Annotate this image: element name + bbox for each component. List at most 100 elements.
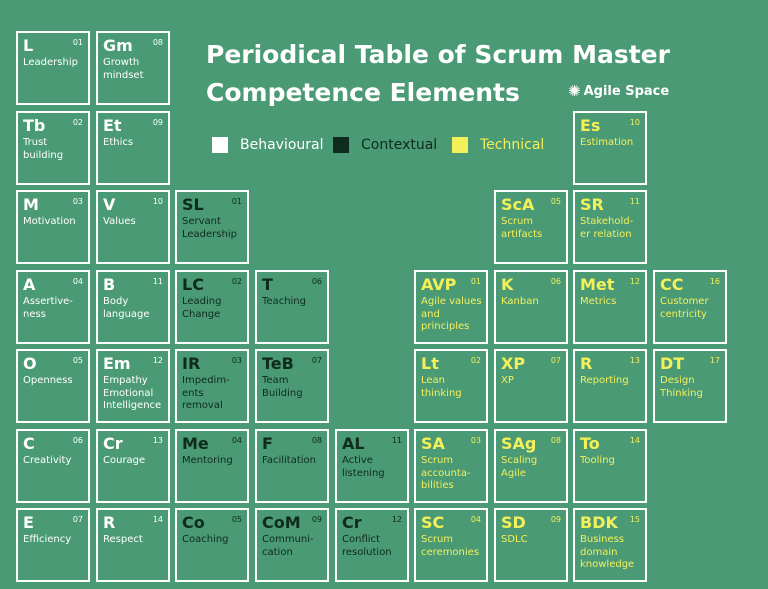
element-symbol: SL <box>182 195 204 214</box>
element-number: 01 <box>231 197 242 206</box>
element-number: 01 <box>470 277 481 286</box>
element-name: Business domain knowledge <box>580 534 635 570</box>
element-name: Mentoring <box>182 455 233 466</box>
element-symbol: ScA <box>501 195 535 214</box>
element-name: Body language <box>103 296 150 320</box>
legend-technical: Technical <box>452 136 544 154</box>
element-symbol: A <box>23 275 36 294</box>
element-symbol: IR <box>182 354 201 373</box>
element-name: Values <box>103 216 136 227</box>
element-number: 08 <box>550 436 561 445</box>
element-number: 16 <box>709 277 720 286</box>
element-name: Lean thinking <box>421 375 462 399</box>
element-name: Leading Change <box>182 296 222 320</box>
element-number: 03 <box>231 356 242 365</box>
agile-space-logo-icon: ✺ <box>568 82 581 100</box>
element-number: 06 <box>72 436 83 445</box>
element-symbol: Me <box>182 434 209 453</box>
element-symbol: K <box>501 275 514 294</box>
page-title: Periodical Table of Scrum Master Compete… <box>206 36 670 112</box>
element-number: 14 <box>629 436 640 445</box>
element-name: Teaching <box>262 296 306 307</box>
element-symbol: SR <box>580 195 604 214</box>
element-name: Agile values and principles <box>421 296 482 332</box>
element-number: 13 <box>152 436 163 445</box>
element-number: 02 <box>72 118 83 127</box>
element-symbol: O <box>23 354 37 373</box>
element-name: Efficiency <box>23 534 72 545</box>
element-name: Customer centricity <box>660 296 709 320</box>
brand-name: Agile Space <box>583 84 670 99</box>
element-symbol: M <box>23 195 39 214</box>
element-number: 09 <box>152 118 163 127</box>
element-symbol: DT <box>660 354 685 373</box>
element-name: Growth mindset <box>103 57 144 81</box>
element-name: SDLC <box>501 534 528 545</box>
element-symbol: V <box>103 195 116 214</box>
element-number: 14 <box>152 515 163 524</box>
element-number: 11 <box>391 436 402 445</box>
element-name: Scrum ceremonies <box>421 534 480 558</box>
element-symbol: Met <box>580 275 615 294</box>
element-name: Kanban <box>501 296 539 307</box>
element-name: Conflict resolution <box>342 534 392 558</box>
element-number: 09 <box>311 515 322 524</box>
element-number: 03 <box>72 197 83 206</box>
title-line-2: Competence Elements <box>206 78 520 107</box>
element-symbol: CoM <box>262 513 301 532</box>
element-number: 03 <box>470 436 481 445</box>
element-symbol: To <box>580 434 600 453</box>
element-number: 05 <box>72 356 83 365</box>
element-name: Metrics <box>580 296 617 307</box>
element-number: 06 <box>311 277 322 286</box>
element-symbol: AL <box>342 434 365 453</box>
element-number: 04 <box>231 436 242 445</box>
legend-swatch-contextual <box>333 137 349 153</box>
element-number: 15 <box>629 515 640 524</box>
element-number: 12 <box>391 515 402 524</box>
element-name: Scrum artifacts <box>501 216 543 240</box>
element-number: 08 <box>152 38 163 47</box>
element-symbol: CC <box>660 275 684 294</box>
element-symbol: Et <box>103 116 122 135</box>
element-name: Estimation <box>580 137 634 148</box>
element-symbol: SAg <box>501 434 537 453</box>
element-number: 08 <box>311 436 322 445</box>
element-number: 10 <box>152 197 163 206</box>
element-number: 12 <box>629 277 640 286</box>
element-symbol: Em <box>103 354 131 373</box>
element-number: 10 <box>629 118 640 127</box>
element-name: Team Building <box>262 375 303 399</box>
element-symbol: T <box>262 275 273 294</box>
element-number: 05 <box>231 515 242 524</box>
element-name: XP <box>501 375 514 386</box>
legend-label-contextual: Contextual <box>361 137 438 153</box>
element-symbol: Cr <box>103 434 123 453</box>
